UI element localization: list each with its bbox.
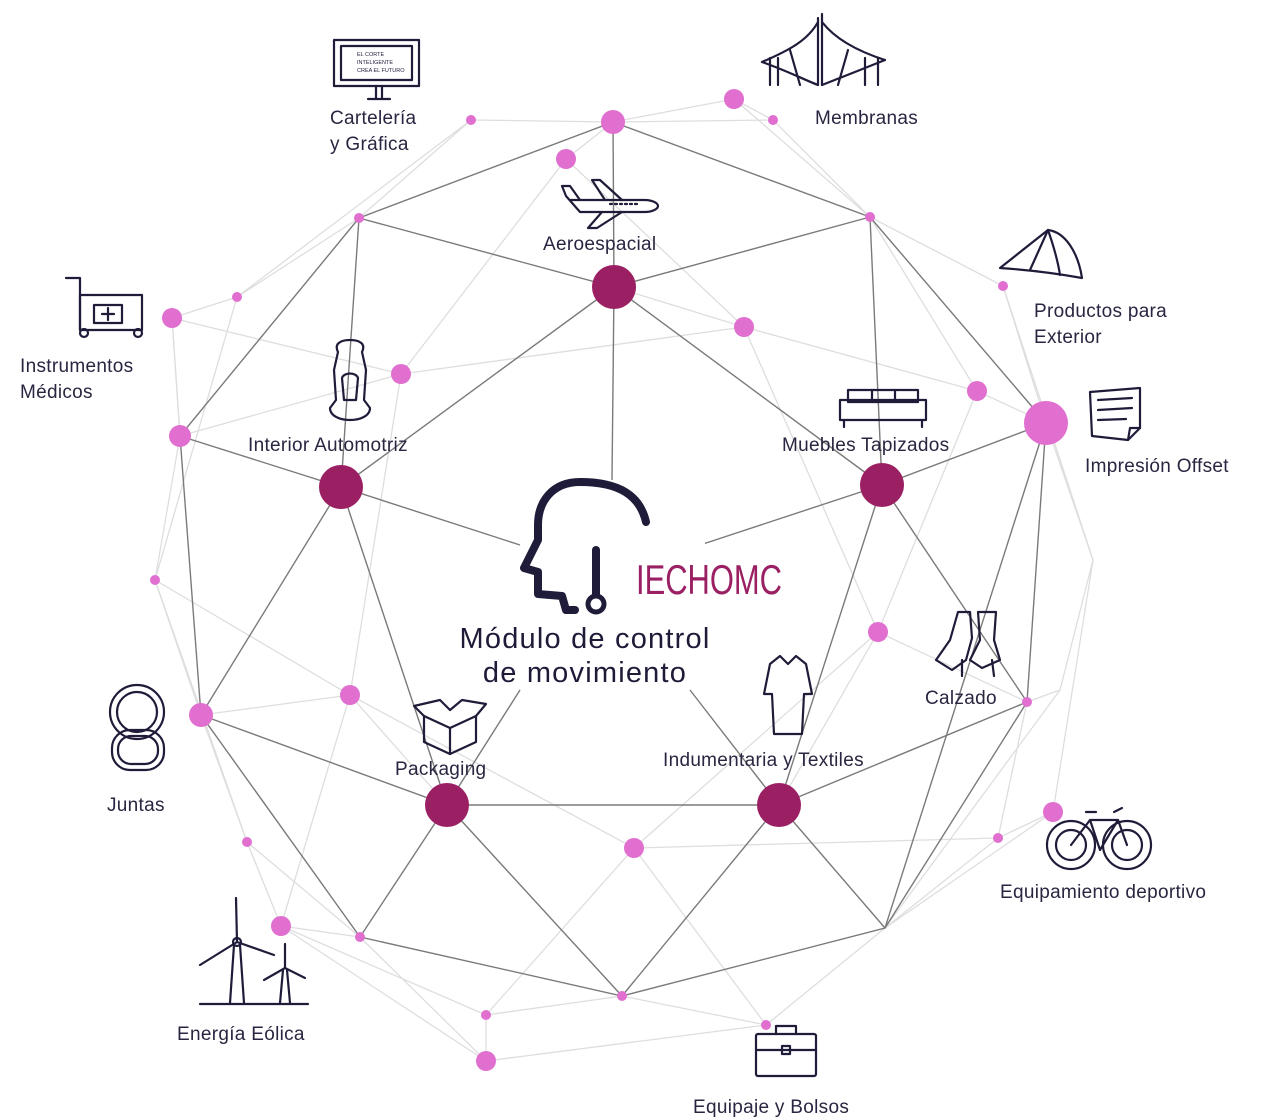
label-automotriz: Interior Automotriz [248, 435, 408, 456]
label-instrumentos-2: Médicos [20, 382, 93, 403]
node [556, 149, 576, 169]
center-backdrop [525, 488, 705, 608]
signage-line2: INTELIGENTE [357, 60, 393, 66]
center-title-line1: Módulo de control [460, 623, 711, 655]
industry-instrumentos: Instrumentos Médicos [20, 276, 144, 403]
tensile-membrane-icon [760, 12, 887, 87]
node [355, 932, 365, 942]
industry-muebles: Muebles Tapizados [782, 388, 949, 456]
network-nodes [150, 89, 1068, 1071]
node [617, 991, 627, 1001]
label-eolica: Energía Eólica [177, 1024, 305, 1045]
node [998, 281, 1008, 291]
node [1043, 802, 1063, 822]
tent-icon [998, 228, 1084, 280]
node [724, 89, 744, 109]
label-carteleria-1: Cartelería [330, 108, 417, 129]
node [768, 115, 778, 125]
box-icon [412, 698, 488, 756]
label-exterior-2: Exterior [1034, 327, 1102, 348]
node [340, 685, 360, 705]
industry-aeroespacial: Aeroespacial [543, 178, 660, 255]
label-aeroespacial: Aeroespacial [543, 234, 656, 255]
briefcase-icon [754, 1024, 818, 1078]
node [242, 837, 252, 847]
label-muebles: Muebles Tapizados [782, 435, 949, 456]
node [476, 1051, 496, 1071]
node [391, 364, 411, 384]
node [868, 622, 888, 642]
node [150, 575, 160, 585]
node [354, 213, 364, 223]
node [1024, 401, 1068, 445]
head-profile-icon [520, 478, 650, 614]
node [232, 292, 242, 302]
car-seat-icon [328, 338, 372, 422]
label-membranas: Membranas [815, 108, 918, 129]
node [624, 838, 644, 858]
probe-tip-icon [585, 593, 607, 615]
center-logo: IECHOMC Módulo de control de movimiento [460, 478, 782, 689]
node [481, 1010, 491, 1020]
node [189, 703, 213, 727]
industry-exterior: Productos para Exterior [998, 228, 1167, 348]
hub-indumentaria [757, 783, 801, 827]
hub-nodes [319, 265, 904, 827]
signage-line3: CREA EL FUTURO [357, 68, 405, 74]
industry-equipaje: Equipaje y Bolsos [693, 1024, 849, 1117]
label-carteleria-2: y Gráfica [330, 134, 409, 155]
tshirt-icon [762, 654, 814, 736]
node [761, 1020, 771, 1030]
label-calzado: Calzado [925, 688, 997, 709]
airplane-icon [560, 178, 660, 230]
label-equipaje: Equipaje y Bolsos [693, 1097, 849, 1117]
signage-line1: EL CORTE [357, 52, 385, 58]
node [1022, 697, 1032, 707]
industry-juntas: Juntas [107, 683, 166, 816]
node [466, 115, 476, 125]
node [993, 833, 1003, 843]
paper-sheet-icon [1088, 386, 1142, 442]
main-edges [179, 121, 1047, 998]
label-exterior-1: Productos para [1034, 301, 1167, 322]
hub-packaging [425, 783, 469, 827]
wind-turbine-icon [198, 896, 310, 1006]
label-indumentaria: Indumentaria y Textiles [663, 750, 864, 771]
node [865, 212, 875, 222]
industry-automotriz: Interior Automotriz [248, 338, 408, 456]
industry-packaging: Packaging [395, 698, 488, 780]
hub-aeroespacial [592, 265, 636, 309]
node [967, 381, 987, 401]
node [169, 425, 191, 447]
hub-muebles [860, 463, 904, 507]
node [734, 317, 754, 337]
center-title-line2: de movimiento [483, 657, 687, 689]
label-deportivo: Equipamiento deportivo [1000, 882, 1206, 903]
label-juntas: Juntas [107, 795, 165, 816]
hub-interior-automotriz [319, 465, 363, 509]
sofa-icon [838, 388, 928, 429]
label-packaging: Packaging [395, 759, 486, 780]
label-offset: Impresión Offset [1085, 456, 1229, 477]
brand-name: IECHOMC [636, 556, 782, 603]
industry-offset: Impresión Offset [1085, 386, 1229, 477]
gasket-icon [108, 683, 166, 772]
label-instrumentos-1: Instrumentos [20, 356, 133, 377]
node [601, 110, 625, 134]
billboard-icon: EL CORTE INTELIGENTE CREA EL FUTURO [332, 38, 421, 101]
industry-eolica: Energía Eólica [177, 896, 310, 1045]
industry-carteleria: EL CORTE INTELIGENTE CREA EL FUTURO Cart… [330, 38, 421, 155]
boots-icon [934, 610, 1002, 678]
industry-calzado: Calzado [925, 610, 1002, 709]
industry-membranas: Membranas [760, 12, 918, 129]
node [162, 308, 182, 328]
bicycle-icon [1045, 806, 1153, 871]
node [271, 916, 291, 936]
industry-deportivo: Equipamiento deportivo [1000, 806, 1206, 903]
medical-cart-icon [64, 276, 144, 339]
industry-indumentaria: Indumentaria y Textiles [663, 654, 864, 771]
